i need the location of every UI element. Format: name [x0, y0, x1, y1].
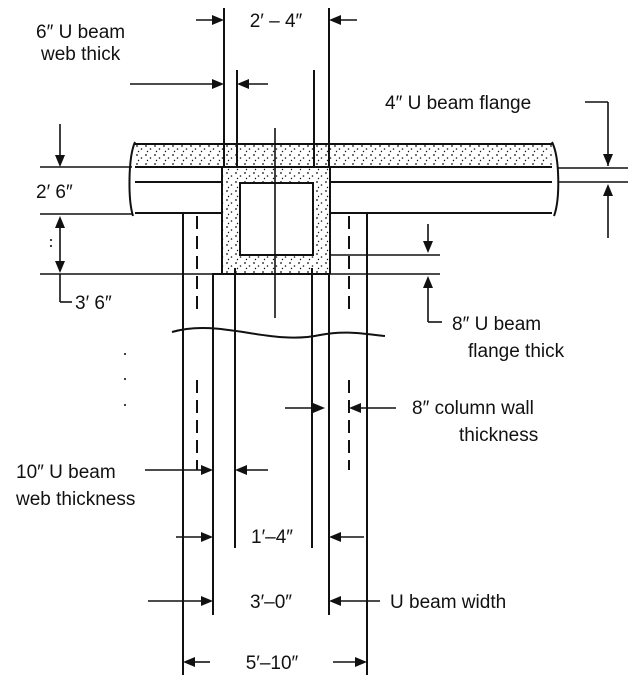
web-thick-top-line2: web thick	[40, 44, 121, 65]
svg-text:10″ U beam web thickness: 10″ U beam web thickness	[15, 462, 135, 510]
dim-total: 5′–10″	[183, 653, 367, 674]
column-lines	[171, 128, 386, 675]
dim-inner: 1′–4″	[176, 527, 364, 548]
svg-text:8″ column wall thicknes: 8″ column wall thickness	[412, 398, 539, 446]
flange-label: 4″ U beam flange	[385, 93, 531, 114]
svg-text:6″ U beam web thick: 6″ U beam web thick	[36, 22, 130, 65]
column-wall-line1: 8″ column wall	[412, 398, 534, 419]
dim-depth-upper: 2′ 6″	[36, 124, 132, 203]
dim-web-thickness: 10″ U beam web thickness	[15, 462, 268, 510]
column-wall-line2: thickness	[459, 425, 538, 446]
depth-lower-label: 3′ 6″	[75, 293, 112, 314]
dim-web-thick-top: 6″ U beam web thick	[36, 22, 268, 89]
flange-thick-line1: 8″ U beam	[452, 314, 541, 335]
depth-upper-label: 2′ 6″	[36, 182, 73, 203]
web-extension-lines	[223, 8, 330, 168]
web-thick-top-line1: 6″ U beam	[36, 22, 125, 43]
dim-top-width-label: 2′ – 4″	[250, 11, 303, 32]
dim-flange: 4″ U beam flange	[385, 93, 628, 238]
deck-slab	[128, 141, 560, 217]
dim-depth-lower: 3′ 6″	[40, 213, 212, 314]
flange-thick-line2: flange thick	[468, 341, 565, 362]
dim-flange-thick: 8″ U beam flange thick	[330, 224, 565, 362]
dim-beam: 3′–0″ U beam width	[148, 592, 506, 613]
dim-top-width: 2′ – 4″	[196, 11, 357, 32]
dim-inner-label: 1′–4″	[251, 527, 293, 548]
web-thickness-line2: web thickness	[15, 489, 135, 510]
u-beam-section	[212, 168, 331, 275]
beam-width-label: U beam width	[390, 592, 506, 613]
web-thickness-line1: 10″ U beam	[16, 462, 116, 483]
dim-column-wall: 8″ column wall thickness	[285, 398, 539, 446]
dim-beam-label: 3′–0″	[250, 592, 292, 613]
scan-marks	[124, 353, 126, 406]
svg-text:8″ U beam flange thick: 8″ U beam flange thick	[452, 314, 565, 362]
dim-total-label: 5′–10″	[246, 653, 299, 674]
